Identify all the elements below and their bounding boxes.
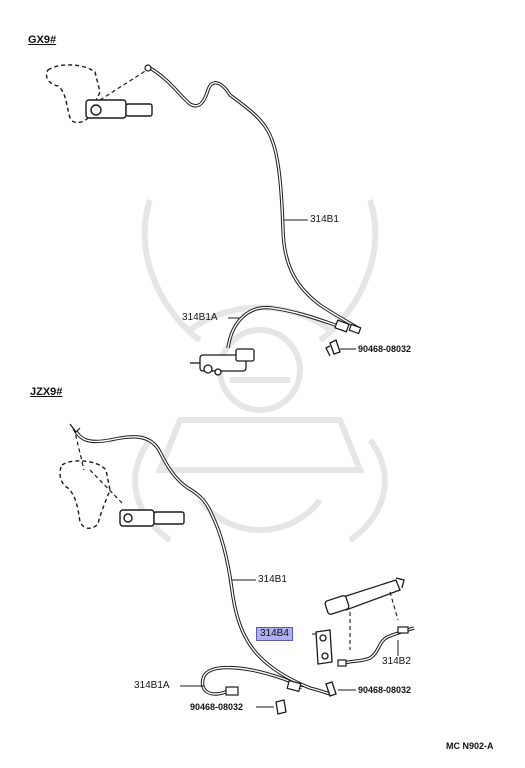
release-cylinder-icon bbox=[190, 348, 255, 376]
clip-icon-bottom-right bbox=[325, 681, 337, 697]
pipe-314b1-bottom bbox=[72, 427, 331, 696]
bracket-314b4 bbox=[315, 629, 333, 665]
master-cylinder-icon bbox=[45, 64, 153, 124]
hose-314b1a-top bbox=[226, 305, 339, 349]
section-label-jzx9: JZX9# bbox=[30, 386, 63, 398]
watermark-samurai-icon bbox=[132, 199, 388, 543]
part-label-314b1-top[interactable]: 314B1 bbox=[310, 214, 339, 225]
clip-icon bbox=[325, 339, 341, 357]
part-label-90468-top[interactable]: 90468-08032 bbox=[358, 344, 412, 354]
pipe-314b1-top bbox=[149, 66, 359, 330]
diagram-code: MC N902-A bbox=[446, 741, 494, 751]
part-label-314b1a-top[interactable]: 314B1A bbox=[182, 312, 218, 323]
section-label-gx9: GX9# bbox=[28, 34, 57, 46]
connection-line bbox=[99, 67, 151, 101]
part-label-90468-bottom-left[interactable]: 90468-08032 bbox=[190, 702, 244, 712]
part-label-90468-bottom-right[interactable]: 90468-08032 bbox=[358, 685, 412, 695]
hose-314b1a-bottom bbox=[200, 665, 303, 696]
part-label-314b2[interactable]: 314B2 bbox=[382, 656, 411, 667]
part-label-314b4-highlighted[interactable]: 314B4 bbox=[256, 627, 293, 641]
part-label-314b1-bottom[interactable]: 314B1 bbox=[258, 574, 287, 585]
release-cylinder-icon-bottom bbox=[324, 577, 405, 615]
clip-icon-bottom-left bbox=[275, 699, 287, 715]
part-label-314b1a-bottom[interactable]: 314B1A bbox=[134, 680, 170, 691]
